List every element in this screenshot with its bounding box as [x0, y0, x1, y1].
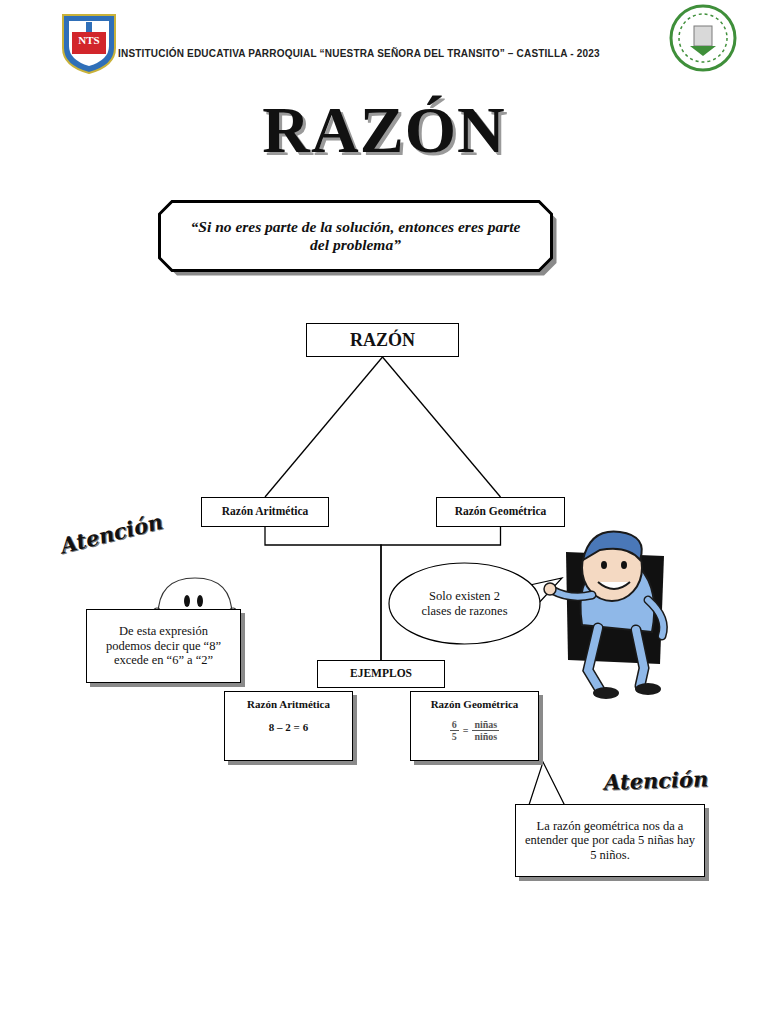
denominator: 5	[450, 731, 459, 742]
root-box: RAZÓN	[306, 323, 459, 357]
box-text: Solo existen 2 clases de razones	[418, 589, 511, 618]
header-text: INSTITUCIÓN EDUCATIVA PARROQUIAL “NUESTR…	[118, 48, 600, 59]
numerator: niñas	[472, 719, 499, 731]
logo-initials: NTS	[78, 34, 100, 46]
box-text: RAZÓN	[350, 330, 415, 351]
fraction-row: 65 =niñasniños	[450, 719, 500, 742]
connector-line	[265, 527, 381, 660]
attention-label: Atención	[58, 509, 165, 558]
connector-line	[383, 357, 501, 497]
archdiocese-logo	[671, 6, 735, 70]
school-shield-logo	[63, 15, 115, 73]
denominator: niños	[472, 731, 499, 742]
examples-box: EJEMPLOS	[317, 660, 445, 688]
attention-label: Atención	[604, 766, 709, 795]
type-box: Razón Geométrica	[436, 497, 565, 527]
fraction: niñasniños	[472, 719, 499, 742]
box-text: La razón geométrica nos da a entender qu…	[524, 819, 696, 862]
numerator: 6	[450, 719, 459, 731]
example-box: Razón Aritmética 8 – 2 = 6	[224, 691, 353, 761]
box-text: Razón Geométrica	[455, 505, 547, 518]
box-text: EJEMPLOS	[350, 667, 412, 680]
quote-box: “Si no eres parte de la solución, entonc…	[158, 200, 553, 272]
cartoon-man	[544, 532, 664, 699]
speech-bubble: Solo existen 2 clases de razones	[388, 562, 541, 645]
connector-line	[265, 357, 383, 497]
box-text: De esta expresión podemos decir que “8” …	[95, 624, 232, 667]
fraction: 65	[450, 719, 459, 742]
note-box: La razón geométrica nos da a entender qu…	[515, 804, 705, 877]
box-text: Razón Aritmética	[222, 505, 309, 518]
ellipse-border	[389, 563, 540, 644]
type-box: Razón Aritmética	[201, 497, 329, 527]
example-box: Razón Geométrica 65 =niñasniños	[410, 691, 539, 761]
box-heading: Razón Geométrica	[431, 698, 519, 711]
box-text: Razón Aritmética	[247, 698, 330, 711]
page-title: RAZÓN	[0, 92, 768, 168]
callout-tail	[528, 762, 566, 808]
octagon-border	[160, 202, 552, 271]
box-text: “Si no eres parte de la solución, entonc…	[186, 218, 525, 254]
note-box: De esta expresión podemos decir que “8” …	[86, 609, 241, 683]
equals-sign: =	[463, 725, 469, 736]
box-formula: 8 – 2 = 6	[269, 721, 308, 734]
